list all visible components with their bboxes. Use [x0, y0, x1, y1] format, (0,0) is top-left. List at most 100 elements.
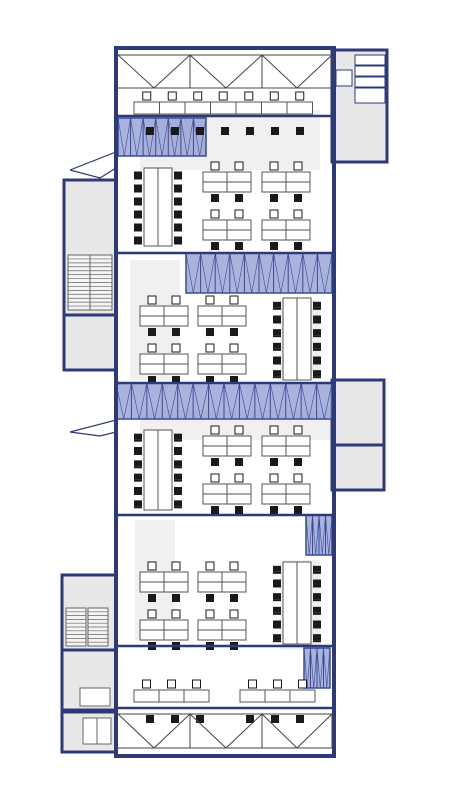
chair-seat	[146, 127, 154, 133]
chair-base	[211, 464, 219, 466]
office-chair-icon	[147, 609, 157, 619]
chair-outline	[269, 209, 279, 219]
chair-outline	[234, 209, 244, 219]
chair-base	[221, 133, 229, 135]
staircase-icon	[89, 254, 113, 311]
chair-seat	[273, 606, 281, 613]
chair-base	[230, 334, 238, 336]
chair-base	[134, 216, 142, 219]
office-chair-icon	[210, 425, 220, 435]
desk-icon	[139, 363, 165, 375]
chair-base	[313, 376, 321, 379]
chair-base	[134, 506, 142, 509]
office-chair-icon	[269, 161, 279, 171]
chair-base	[273, 376, 281, 379]
chair-base	[134, 493, 142, 495]
chair-seat	[211, 194, 219, 200]
desk-icon	[282, 561, 298, 645]
chair-seat	[174, 447, 182, 453]
chair-base	[270, 512, 278, 514]
chair-seat	[270, 506, 278, 512]
office-chair-icon	[174, 447, 182, 455]
office-chair-icon	[313, 606, 321, 615]
desk-icon	[159, 101, 186, 115]
chair-base	[294, 248, 302, 250]
desk-icon	[261, 435, 287, 447]
chair-outline	[171, 561, 181, 571]
desk-icon	[285, 483, 311, 495]
office-chair-icon	[294, 506, 302, 514]
desk-icon	[139, 571, 165, 583]
desk-icon	[239, 689, 266, 703]
chair-seat	[235, 242, 243, 248]
chair-base	[296, 721, 304, 723]
chair-base	[273, 571, 281, 574]
office-chair-icon	[171, 343, 181, 353]
office-chair-icon	[273, 606, 281, 615]
chair-base	[235, 200, 243, 202]
chair-outline	[210, 161, 220, 171]
desk-icon	[296, 561, 312, 645]
chair-seat	[174, 487, 182, 493]
desk-icon	[163, 363, 189, 375]
chair-base	[171, 133, 179, 135]
chair-seat	[273, 579, 281, 586]
office-chair-icon	[313, 565, 321, 574]
office-chair-icon	[273, 679, 282, 689]
truss-web	[296, 713, 333, 749]
chair-base	[273, 585, 281, 588]
office-chair-icon	[174, 223, 182, 232]
chair-base	[134, 466, 142, 469]
desk-icon	[197, 619, 223, 631]
chair-outline	[193, 91, 203, 101]
office-chair-icon	[229, 609, 239, 619]
desk-icon	[163, 571, 189, 583]
office-chair-icon	[174, 197, 182, 206]
office-chair-icon	[273, 634, 281, 643]
canopy-mid	[69, 419, 117, 437]
desk-icon	[143, 429, 159, 511]
office-chair-icon	[142, 679, 151, 689]
office-chair-icon	[134, 223, 142, 232]
chair-base	[172, 600, 180, 602]
chair-seat	[313, 634, 321, 641]
office-chair-icon	[146, 715, 154, 723]
desk-icon	[285, 435, 311, 447]
desk-icon	[264, 689, 291, 703]
desk-icon	[197, 315, 223, 327]
chair-outline	[248, 679, 257, 689]
chair-base	[294, 464, 302, 466]
desk-icon	[261, 219, 287, 231]
canopy-north	[69, 151, 117, 179]
office-chair-icon	[134, 433, 142, 442]
chair-base	[235, 248, 243, 250]
chair-outline	[293, 425, 303, 435]
chair-base	[273, 335, 281, 338]
office-chair-icon	[134, 236, 142, 245]
desk-icon	[226, 171, 252, 183]
chair-base	[148, 600, 156, 602]
office-chair-icon	[273, 356, 281, 365]
chair-base	[273, 612, 281, 615]
desk-icon	[163, 629, 189, 641]
office-chair-icon	[218, 91, 228, 101]
desk-icon	[221, 305, 247, 317]
chair-outline	[298, 679, 307, 689]
office-chair-icon	[246, 127, 254, 135]
chair-seat	[273, 356, 281, 363]
office-chair-icon	[210, 161, 220, 171]
chair-outline	[205, 343, 215, 353]
office-chair-icon	[148, 328, 156, 336]
office-chair-icon	[211, 458, 219, 466]
office-chair-icon	[229, 295, 239, 305]
chair-outline	[293, 209, 303, 219]
closet-cell	[354, 87, 386, 104]
office-chair-icon	[273, 593, 281, 602]
chair-base	[270, 464, 278, 466]
office-chair-icon	[235, 506, 243, 514]
office-chair-icon	[273, 342, 281, 351]
chair-base	[146, 721, 154, 723]
chair-seat	[273, 315, 281, 322]
